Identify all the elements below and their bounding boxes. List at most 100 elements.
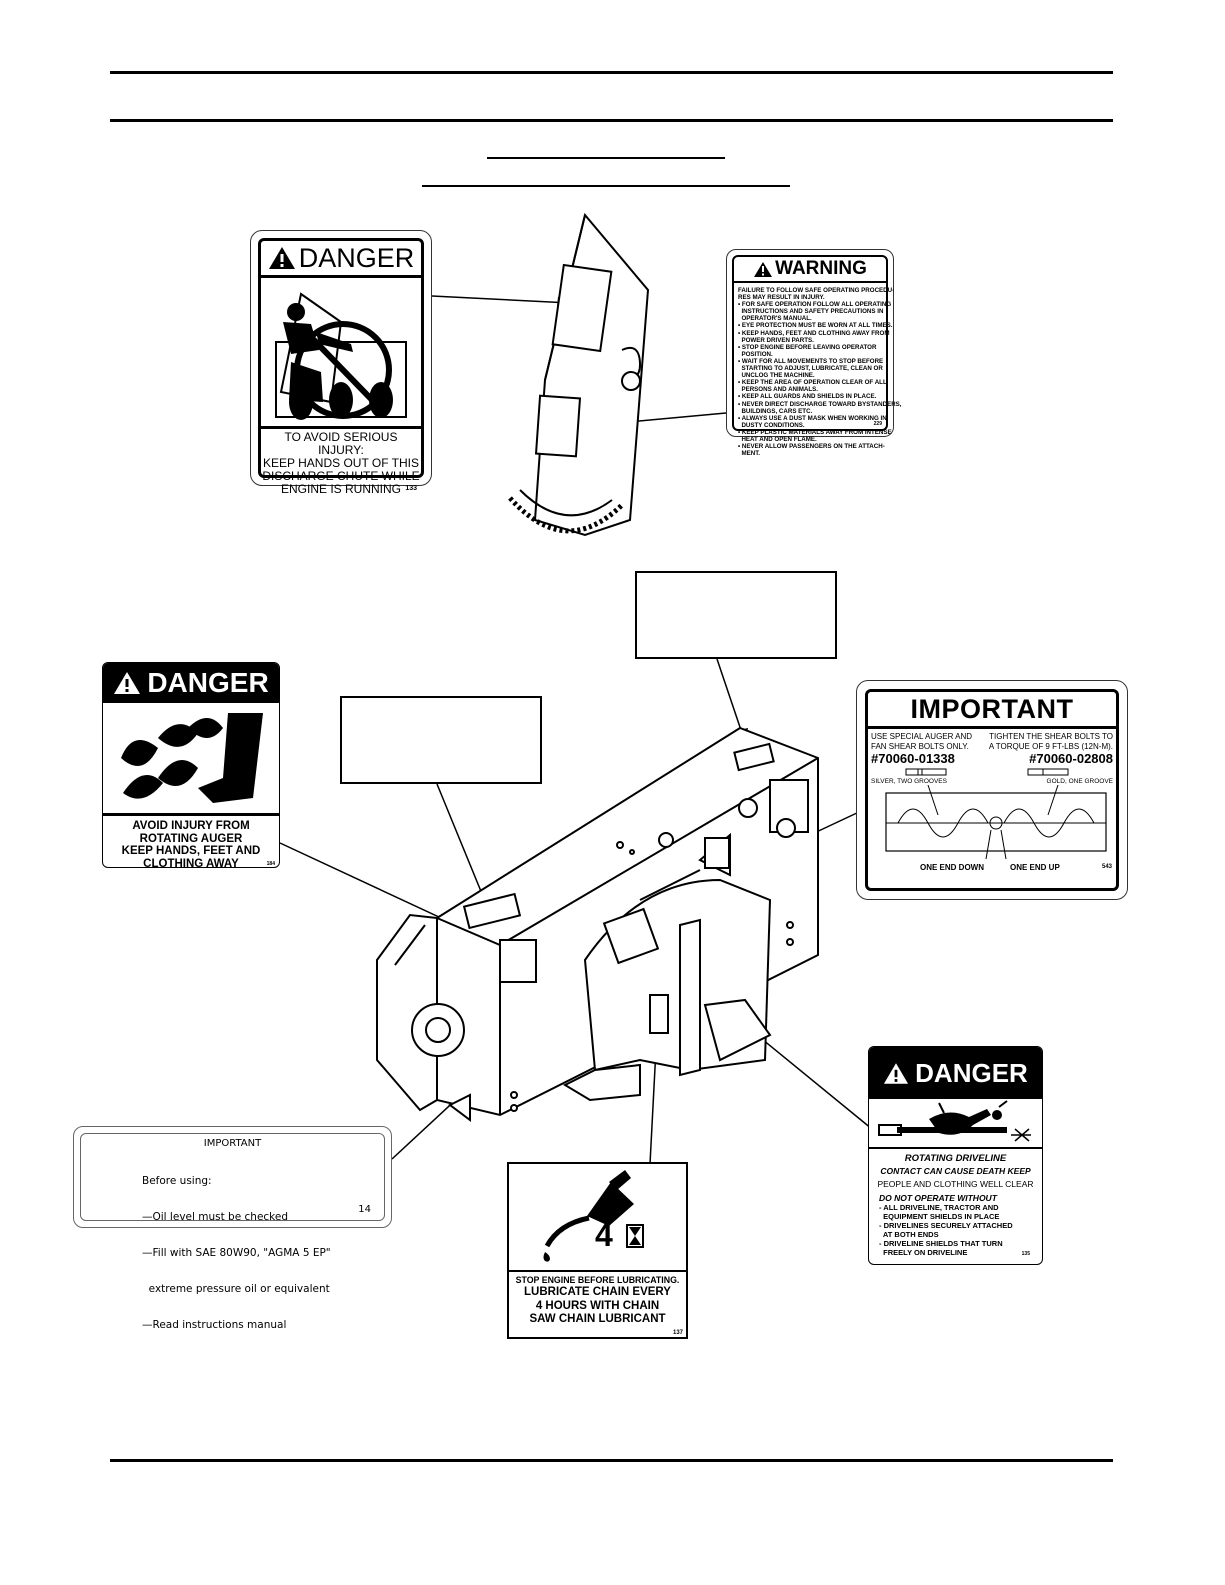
- warning-text-block: FAILURE TO FOLLOW SAFE OPERATING PROCEDU…: [734, 283, 902, 458]
- oil-line-5: —Read instructions manual: [142, 1319, 287, 1331]
- warning-line: POWER DRIVEN PARTS.: [738, 336, 814, 344]
- warning-line: UNCLOG THE MACHINE.: [738, 372, 815, 380]
- oil-line-1: Before using:: [142, 1175, 212, 1187]
- left-part-number: #70060-01338: [871, 751, 955, 766]
- warning-line: BUILDINGS, CARS ETC.: [738, 407, 813, 415]
- driveline-bullet: - DRIVELINE SHIELDS THAT TURN: [879, 1239, 1003, 1248]
- decal-important-shear: IMPORTANT USE SPECIAL AUGER AND FAN SHEA…: [856, 680, 1128, 900]
- decal-code: 229: [873, 421, 882, 427]
- shear-left-text-1: USE SPECIAL AUGER AND: [871, 732, 973, 741]
- decal-important-oil: IMPORTANT Before using: —Oil level must …: [73, 1126, 392, 1331]
- callout-box-top: [635, 571, 837, 659]
- decal-code: 14: [358, 1204, 371, 1215]
- decal-lubricate: 4 STOP ENGINE BEFORE LUBRICATING. LUBRIC…: [507, 1162, 688, 1339]
- oil-line-2: —Oil level must be checked: [142, 1211, 289, 1223]
- warning-line: • WAIT FOR ALL MOVEMENTS TO STOP BEFORE: [738, 357, 884, 365]
- left-bolt-caption: SILVER, TWO GROOVES: [871, 778, 947, 785]
- lube-text-1: LUBRICATE CHAIN EVERY: [524, 1286, 671, 1298]
- chute-text-2: KEEP HANDS OUT OF THIS: [262, 456, 420, 470]
- danger-header: DANGER: [103, 663, 279, 703]
- driveline-bullet: - DRIVELINES SECURELY ATTACHED: [879, 1221, 1013, 1230]
- shear-bolt-icons: [905, 768, 1069, 776]
- driveline-line-b: PEOPLE AND CLOTHING WELL CLEAR: [877, 1179, 1034, 1189]
- do-not-operate-text: DO NOT OPERATE WITHOUT: [879, 1193, 997, 1203]
- warning-line: STARTING TO ADJUST, LUBRICATE, CLEAN OR: [738, 365, 883, 373]
- oil-can-icon: [543, 1170, 644, 1262]
- oil-title: IMPORTANT: [203, 1138, 262, 1149]
- auger-text-4: CLOTHING AWAY: [143, 857, 239, 868]
- warning-line: • KEEP ALL GUARDS AND SHIELDS IN PLACE.: [738, 393, 877, 401]
- right-part-number: #70060-02808: [1029, 751, 1113, 766]
- danger-header-text: DANGER: [915, 1057, 1028, 1088]
- decal-code: 184: [266, 860, 275, 867]
- warning-line: • KEEP PLASTIC MATERIALS AWAY FROM INTEN…: [738, 428, 892, 436]
- danger-header: DANGER: [869, 1047, 1042, 1099]
- important-header: IMPORTANT: [868, 692, 1116, 729]
- discharge-chute-drawing: [508, 212, 650, 537]
- driveline-line-a: CONTACT CAN CAUSE DEATH KEEP: [880, 1166, 1031, 1176]
- hands-in-chute-icon: [275, 292, 407, 420]
- auger-feet-icon: [121, 713, 263, 803]
- oil-line-4: extreme pressure oil or equivalent: [142, 1283, 330, 1295]
- shear-right-text-2: A TORQUE OF 9 FT-LBS (12N-M).: [988, 741, 1113, 751]
- driveline-bullets: - ALL DRIVELINE, TRACTOR AND EQUIPMENT S…: [879, 1203, 1042, 1257]
- warning-line: • NEVER DIRECT DISCHARGE TOWARD BYSTANDE…: [738, 400, 902, 408]
- lube-text-2: 4 HOURS WITH CHAIN: [535, 1299, 660, 1312]
- warning-triangle-icon: [268, 247, 295, 269]
- danger-header-text: DANGER: [298, 242, 415, 273]
- right-bolt-caption: GOLD, ONE GROOVE: [1046, 778, 1113, 785]
- warning-line: POSITION.: [738, 350, 773, 358]
- driveline-bullet: FREELY ON DRIVELINE: [879, 1248, 968, 1257]
- auger-text-2: ROTATING AUGER: [139, 832, 243, 845]
- chute-text-4-label: ENGINE IS RUNNING: [280, 482, 401, 496]
- warning-line: • STOP ENGINE BEFORE LEAVING OPERATOR: [738, 343, 877, 351]
- decal-warning: WARNING FAILURE TO FOLLOW SAFE OPERATING…: [726, 249, 902, 457]
- oil-line-3: —Fill with SAE 80W90, "AGMA 5 EP": [142, 1247, 331, 1259]
- chute-text-1: TO AVOID SERIOUS INJURY:: [284, 430, 398, 457]
- title-underline-2: [422, 185, 790, 187]
- warning-triangle-icon: [754, 261, 773, 277]
- warning-line: DUSTY CONDITIONS.: [738, 421, 805, 429]
- snowblower-drawing: [376, 726, 819, 1122]
- driveline-bullet: AT BOTH ENDS: [879, 1230, 939, 1239]
- warning-triangle-icon: [114, 672, 141, 694]
- warning-line: • KEEP THE AREA OF OPERATION CLEAR OF AL…: [738, 379, 887, 387]
- decal-code: 135: [1021, 1251, 1030, 1257]
- warning-line: • FOR SAFE OPERATION FOLLOW ALL OPERATIN…: [738, 301, 892, 309]
- chute-text-3: DISCHARGE CHUTE WHILE: [262, 469, 420, 483]
- callout-box-left: [340, 696, 542, 784]
- warning-line: MENT.: [738, 450, 760, 458]
- decal-danger-chute: DANGER TO AVOID SERIOUS INJURY: KEEP HAN…: [250, 230, 432, 496]
- auger-text-3: KEEP HANDS, FEET AND: [121, 845, 261, 857]
- lube-text-3: SAW CHAIN LUBRICANT: [529, 1313, 666, 1325]
- decal-code: 133: [405, 485, 417, 492]
- warning-line: • NEVER ALLOW PASSENGERS ON THE ATTACH-: [738, 443, 885, 451]
- warning-line: FAILURE TO FOLLOW SAFE OPERATING PROCEDU…: [738, 287, 895, 294]
- warning-line: INSTRUCTIONS AND SAFETY PRECAUTIONS IN: [738, 308, 884, 316]
- one-end-down-label: ONE END DOWN: [920, 863, 984, 872]
- auger-text-1: AVOID INJURY FROM: [132, 820, 250, 832]
- driveline-bullet: - ALL DRIVELINE, TRACTOR AND: [879, 1203, 999, 1212]
- warning-line: • KEEP HANDS, FEET AND CLOTHING AWAY FRO…: [738, 329, 890, 337]
- top-rule-2: [110, 119, 1113, 122]
- auger-assembly-icon: [885, 785, 1107, 860]
- decal-code: 137: [672, 1330, 683, 1336]
- warning-line: PERSONS AND ANIMALS.: [738, 386, 818, 394]
- danger-header: DANGER: [261, 241, 421, 278]
- warning-header: WARNING: [734, 257, 886, 283]
- warning-line: OPERATOR'S MANUAL.: [738, 315, 812, 323]
- warning-line: RES MAY RESULT IN INJURY.: [738, 294, 825, 302]
- driveline-subtitle: ROTATING DRIVELINE: [904, 1153, 1007, 1164]
- one-end-up-label: ONE END UP: [1010, 863, 1060, 872]
- warning-line: HEAT AND OPEN FLAME.: [738, 435, 817, 443]
- driveline-bullet: EQUIPMENT SHIELDS IN PLACE: [879, 1212, 1000, 1221]
- danger-header-text: DANGER: [147, 667, 269, 698]
- warning-header-text: WARNING: [775, 258, 867, 279]
- oil-text-block: Before using: —Oil level must be checked…: [142, 1151, 331, 1355]
- warning-line: • EYE PROTECTION MUST BE WORN AT ALL TIM…: [738, 322, 893, 330]
- decal-code: 543: [1101, 864, 1112, 870]
- bottom-rule: [110, 1459, 1113, 1462]
- decal-danger-auger: DANGER AVOID INJURY FROM ROTATING AUGER …: [102, 662, 280, 868]
- warning-triangle-icon: [884, 1062, 909, 1084]
